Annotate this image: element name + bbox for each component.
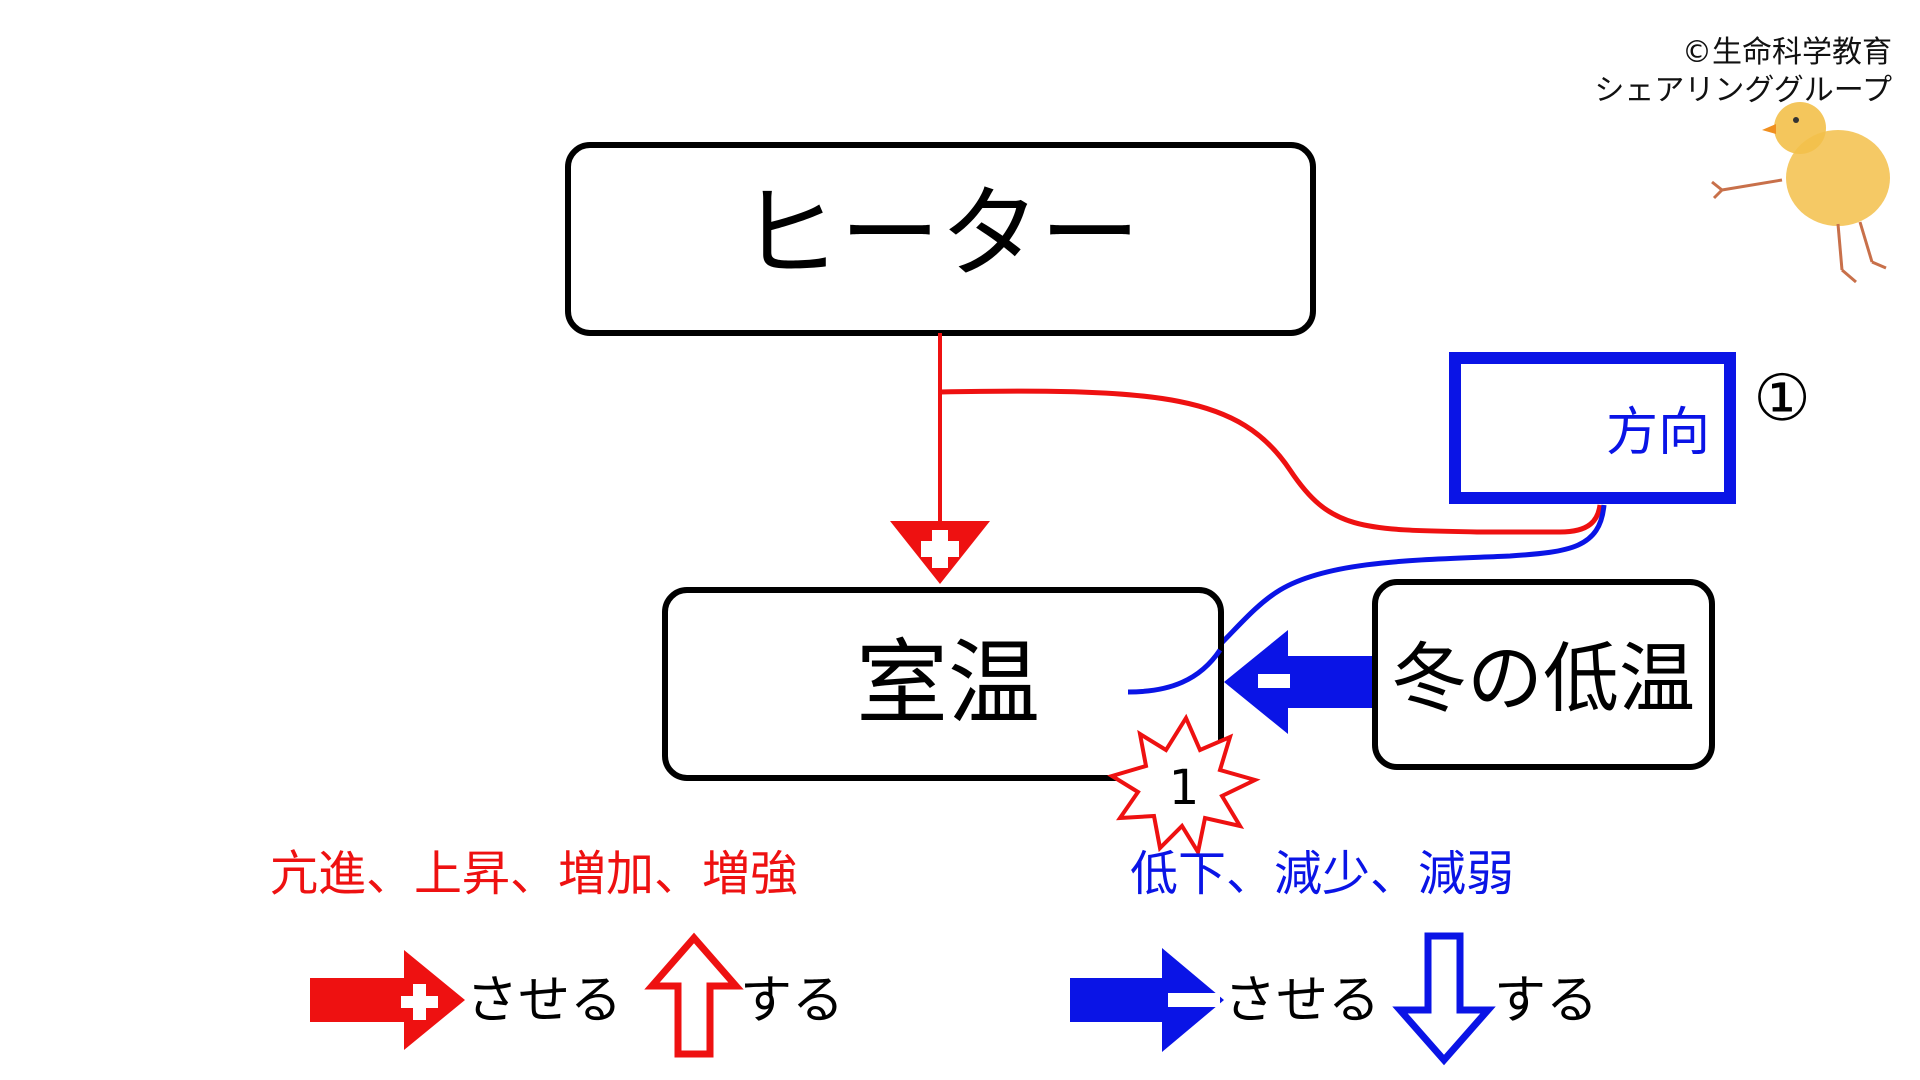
blue-curve-end xyxy=(1127,648,1223,695)
direction-box: 方向 xyxy=(1449,352,1736,504)
star-number: 1 xyxy=(1169,760,1200,816)
blue-does-label: する xyxy=(1494,971,1598,1031)
red-does-label: する xyxy=(740,971,844,1031)
red-up-arrow-icon xyxy=(644,932,744,1058)
circled-number-marker: ① xyxy=(1753,362,1810,436)
winter-cold-label: 冬の低温 xyxy=(1391,634,1695,723)
room-temp-label: 室温 xyxy=(856,630,1040,737)
decrease-words: 低下、減少、減弱 xyxy=(1130,846,1514,902)
chick-illustration xyxy=(1711,102,1890,284)
star-burst-marker: 1 xyxy=(1107,713,1261,858)
heater-label: ヒーター xyxy=(740,175,1140,292)
copyright-line-2: シェアリンググループ xyxy=(1594,73,1892,108)
negative-effect-arrow xyxy=(1224,630,1372,734)
heater-node: ヒーター xyxy=(565,142,1316,336)
red-causes-label: させる xyxy=(466,971,622,1031)
direction-label: 方向 xyxy=(1606,403,1710,463)
blue-causes-label: させる xyxy=(1224,971,1380,1031)
room-temp-node: 室温 xyxy=(662,587,1224,781)
blue-minus-arrow xyxy=(1070,948,1224,1052)
red-branch-curve xyxy=(939,388,1603,535)
blue-down-arrow-icon xyxy=(1392,932,1496,1066)
winter-cold-node: 冬の低温 xyxy=(1372,579,1715,770)
red-plus-arrow xyxy=(310,950,465,1050)
copyright-line-1: ©生命科学教育 xyxy=(1682,35,1892,70)
positive-effect-marker xyxy=(890,521,990,584)
increase-words: 亢進、上昇、増加、増強 xyxy=(270,846,798,902)
